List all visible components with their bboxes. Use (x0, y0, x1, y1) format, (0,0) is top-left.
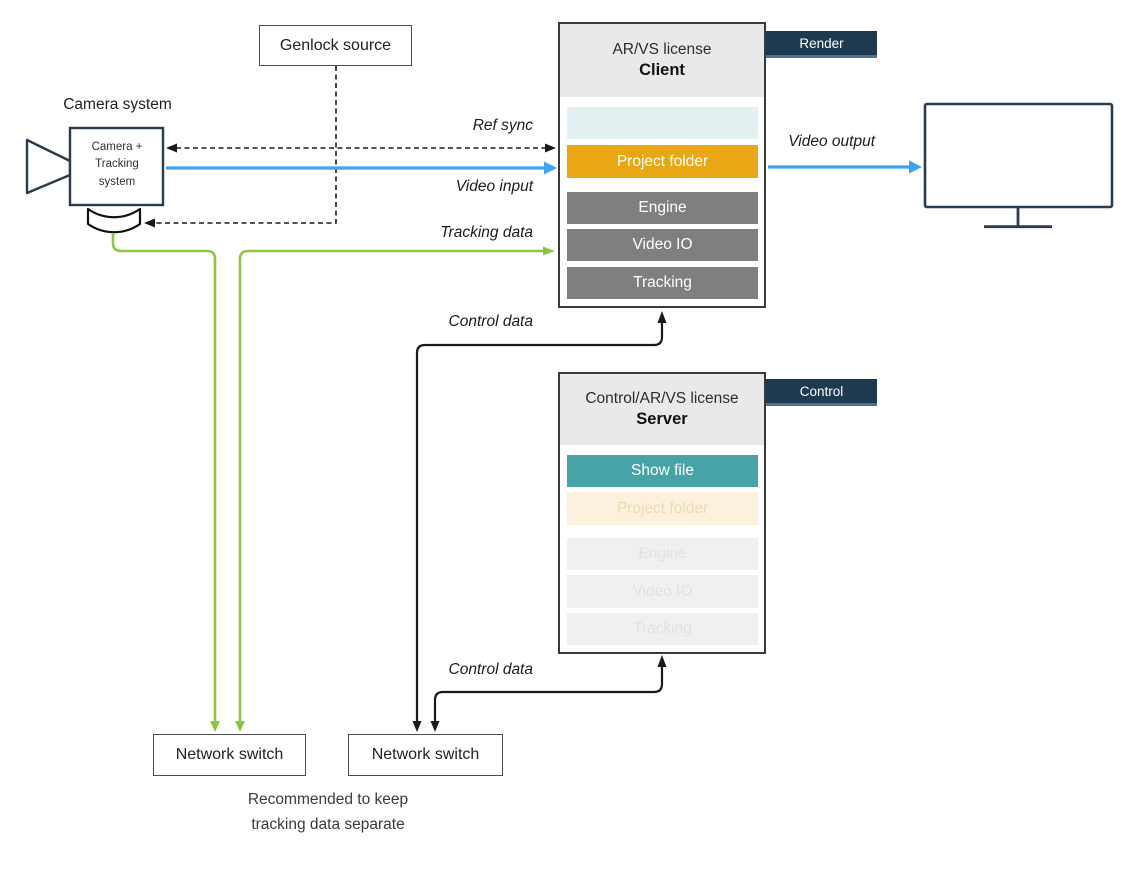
client-tracking-bar: Tracking (567, 267, 758, 299)
client-box-header: AR/VS license Client (560, 24, 764, 97)
network-switch-tracking-box: Network switch (153, 734, 306, 776)
ref-sync-arrow (166, 143, 556, 153)
client-video-io-bar: Video IO (567, 229, 758, 261)
client-engine-bar: Engine (567, 192, 758, 224)
video-input-arrow (166, 161, 557, 175)
genlock-source-label: Genlock source (279, 36, 392, 54)
control-data-arrow-client (412, 311, 667, 732)
server-project-folder-bar: Project folder (567, 492, 758, 525)
server-show-file-bar: Show file (567, 455, 758, 487)
server-license-label: Control/AR/VS license (585, 390, 739, 407)
client-empty-slot-bar (567, 107, 758, 139)
render-tag: Render (766, 31, 877, 58)
tracking-note-line: Recommended to keep (247, 791, 409, 808)
tracking-data-label: Tracking data (440, 224, 533, 241)
genlock-sync-arrow (144, 66, 337, 228)
camera-system-title: Camera system (63, 96, 172, 113)
server-role-label: Server (636, 410, 688, 428)
network-switch-control-box: Network switch (348, 734, 503, 776)
video-output-arrow (768, 160, 922, 174)
tracking-note-line: tracking data separate (251, 816, 405, 833)
ref-sync-label: Ref sync (472, 117, 533, 134)
video-output-label: Video output (788, 133, 875, 150)
server-box: Control/AR/VS license Server Show file P… (558, 372, 766, 654)
camera-body-label: Camera + Tracking system (73, 139, 161, 191)
server-tracking-bar: Tracking (567, 613, 758, 645)
camera-body-line: Camera + (91, 141, 143, 153)
tracking-data-arrow-switch (111, 234, 220, 732)
control-data-label-server: Control data (448, 661, 533, 678)
monitor-icon (923, 102, 1114, 229)
tracking-sensor-icon (86, 207, 142, 234)
client-role-label: Client (639, 61, 685, 79)
tracking-data-arrow-client (235, 246, 555, 732)
camera-body-line: system (98, 175, 136, 188)
client-project-folder-bar: Project folder (567, 145, 758, 178)
camera-body-line: Tracking (95, 158, 139, 171)
server-engine-bar: Engine (567, 538, 758, 570)
video-input-label: Video input (455, 178, 533, 195)
server-box-header: Control/AR/VS license Server (560, 374, 764, 445)
client-license-label: AR/VS license (612, 41, 712, 58)
network-switch-control-label: Network switch (371, 746, 480, 763)
control-data-arrow-server (430, 655, 667, 732)
network-switch-tracking-label: Network switch (175, 746, 284, 763)
client-box: AR/VS license Client Project folder Engi… (558, 22, 766, 308)
camera-icon (25, 126, 165, 207)
genlock-source-box: Genlock source (259, 25, 412, 66)
control-tag: Control (766, 379, 877, 406)
control-data-label-client: Control data (448, 313, 533, 330)
tracking-note: Recommended to keep tracking data separa… (193, 787, 463, 837)
server-video-io-bar: Video IO (567, 575, 758, 608)
